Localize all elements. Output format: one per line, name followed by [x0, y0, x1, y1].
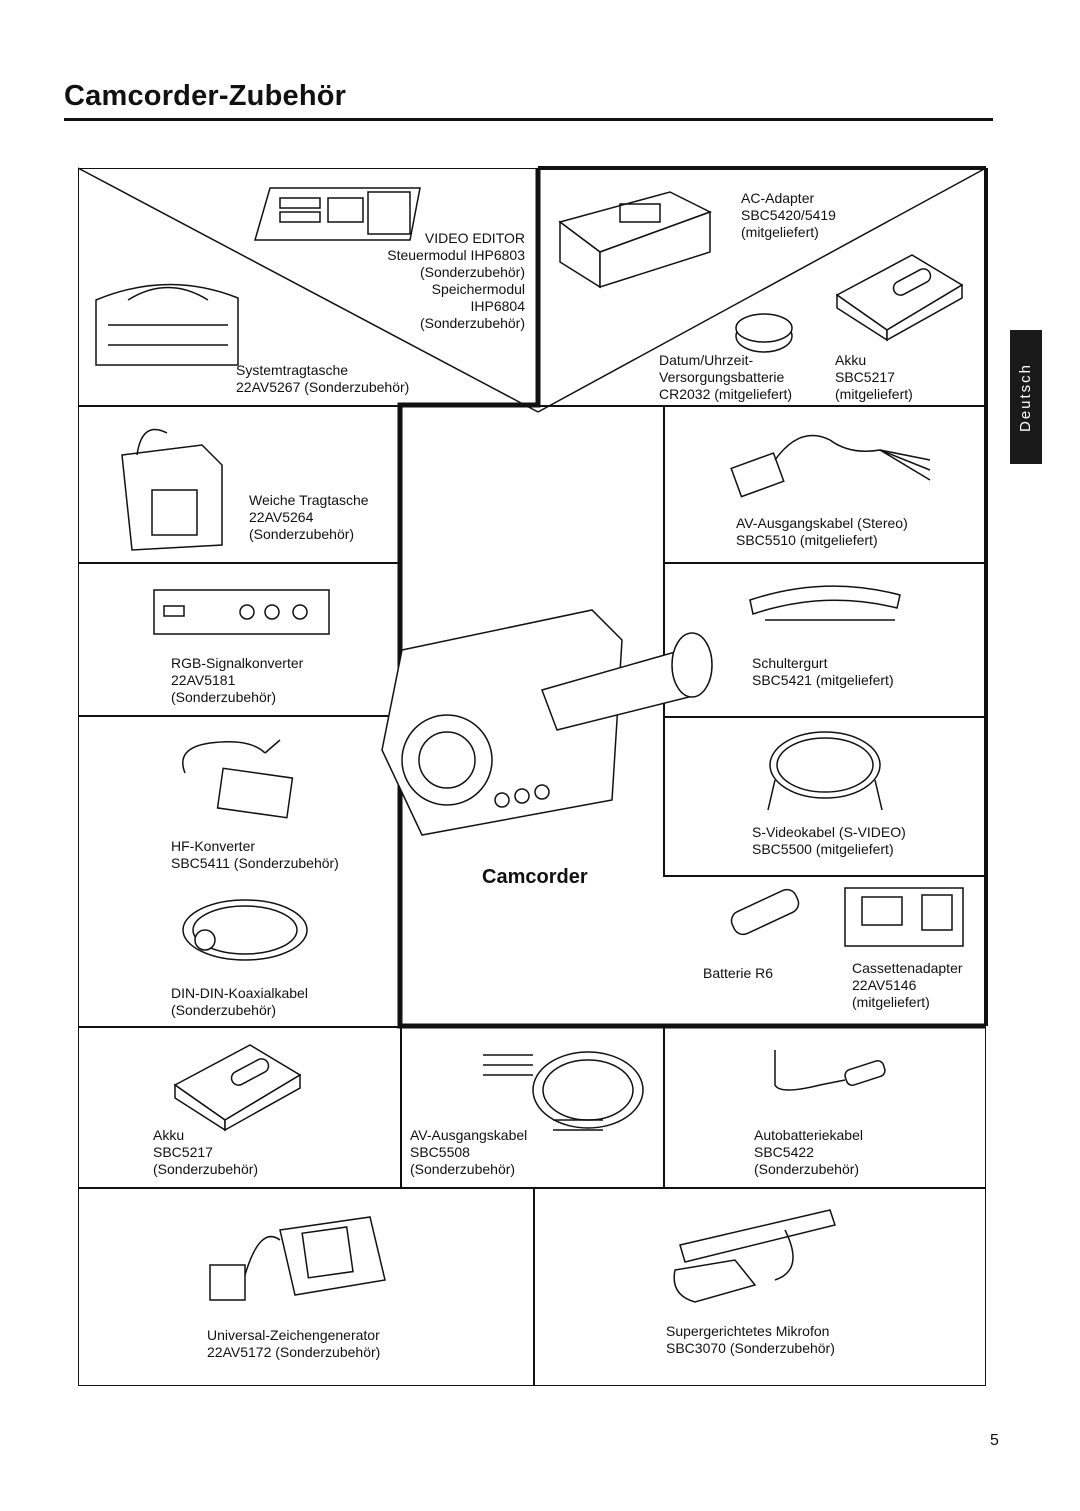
grid-line	[663, 405, 665, 875]
car-battery-cable-icon	[774, 1050, 886, 1091]
grid-line	[78, 1026, 400, 1028]
system-bag-icon	[95, 283, 239, 366]
language-tab-label: Deutsch	[1017, 362, 1035, 432]
grid-line	[78, 405, 538, 407]
page-number: 5	[990, 1432, 999, 1449]
cassette-adapter-icon	[844, 887, 964, 947]
din-cable-icon	[182, 899, 308, 961]
shoulder-strap-icon	[749, 585, 901, 621]
akku-bottom-icon	[173, 1044, 302, 1132]
svideo-caption: S-Videokabel (S-VIDEO) SBC5500 (mitgelie…	[752, 824, 906, 857]
akku-bottom-caption: Akku SBC5217 (Sonderzubehör)	[153, 1127, 259, 1177]
video-editor-caption: VIDEO EDITOR Steuermodul IHP6803 (Sonder…	[387, 230, 525, 331]
microphone-caption: Supergerichtetes Mikrofon SBC3070 (Sonde…	[666, 1323, 835, 1356]
grid-line	[400, 1026, 402, 1187]
video-editor-icon	[254, 187, 421, 241]
rgb-converter-caption: RGB-Signalkonverter 22AV5181 (Sonderzube…	[171, 655, 304, 705]
rgb-converter-icon	[153, 589, 330, 635]
battery-r6-caption: Batterie R6	[703, 965, 774, 981]
camcorder-icon	[381, 609, 713, 836]
akku-top-icon	[835, 254, 964, 342]
soft-bag-caption: Weiche Tragtasche 22AV5264 (Sonderzubehö…	[249, 492, 369, 542]
grid-line	[663, 716, 986, 718]
grid-line	[78, 562, 400, 564]
camcorder-caption: Camcorder	[482, 866, 588, 888]
grid-line	[663, 1026, 665, 1187]
char-generator-caption: Universal-Zeichengenerator 22AV5172 (Son…	[207, 1327, 381, 1360]
hf-converter-caption: HF-Konverter SBC5411 (Sonderzubehör)	[171, 838, 339, 871]
av-stereo-cable-icon	[730, 434, 931, 498]
title-rule	[64, 118, 993, 121]
shoulder-strap-caption: Schultergurt SBC5421 (mitgeliefert)	[752, 655, 894, 688]
grid-line	[78, 1187, 986, 1189]
akku-top-caption: Akku SBC5217 (mitgeliefert)	[835, 352, 913, 402]
microphone-icon	[673, 1209, 836, 1303]
system-bag-caption: Systemtragtasche 22AV5267 (Sonderzubehör…	[236, 362, 410, 395]
av-cable-icon	[483, 1051, 644, 1131]
grid-line	[533, 1187, 535, 1386]
svideo-cable-icon	[767, 731, 883, 811]
car-battery-caption: Autobatteriekabel SBC5422 (Sonderzubehör…	[754, 1127, 863, 1177]
grid-line	[538, 405, 986, 407]
grid-line	[78, 715, 400, 717]
cassette-adapter-caption: Cassettenadapter 22AV5146 (mitgeliefert)	[852, 960, 963, 1010]
din-cable-caption: DIN-DIN-Koaxialkabel (Sonderzubehör)	[171, 985, 308, 1018]
hf-converter-icon	[182, 739, 294, 819]
char-generator-icon	[209, 1216, 386, 1301]
date-battery-caption: Datum/Uhrzeit- Versorgungsbatterie CR203…	[659, 352, 793, 402]
av-cable-caption: AV-Ausgangskabel SBC5508 (Sonderzubehör)	[410, 1127, 528, 1177]
grid-line	[663, 562, 986, 564]
page-title: Camcorder-Zubehör	[64, 80, 347, 112]
ac-adapter-caption: AC-Adapter SBC5420/5419 (mitgeliefert)	[741, 190, 836, 240]
ac-adapter-icon	[558, 191, 712, 289]
soft-bag-icon	[121, 428, 223, 551]
coin-battery-icon	[735, 313, 793, 353]
battery-r6-icon	[730, 888, 800, 936]
grid-line	[663, 875, 986, 877]
av-stereo-caption: AV-Ausgangskabel (Stereo) SBC5510 (mitge…	[736, 515, 908, 548]
language-tab: Deutsch	[1010, 330, 1042, 464]
